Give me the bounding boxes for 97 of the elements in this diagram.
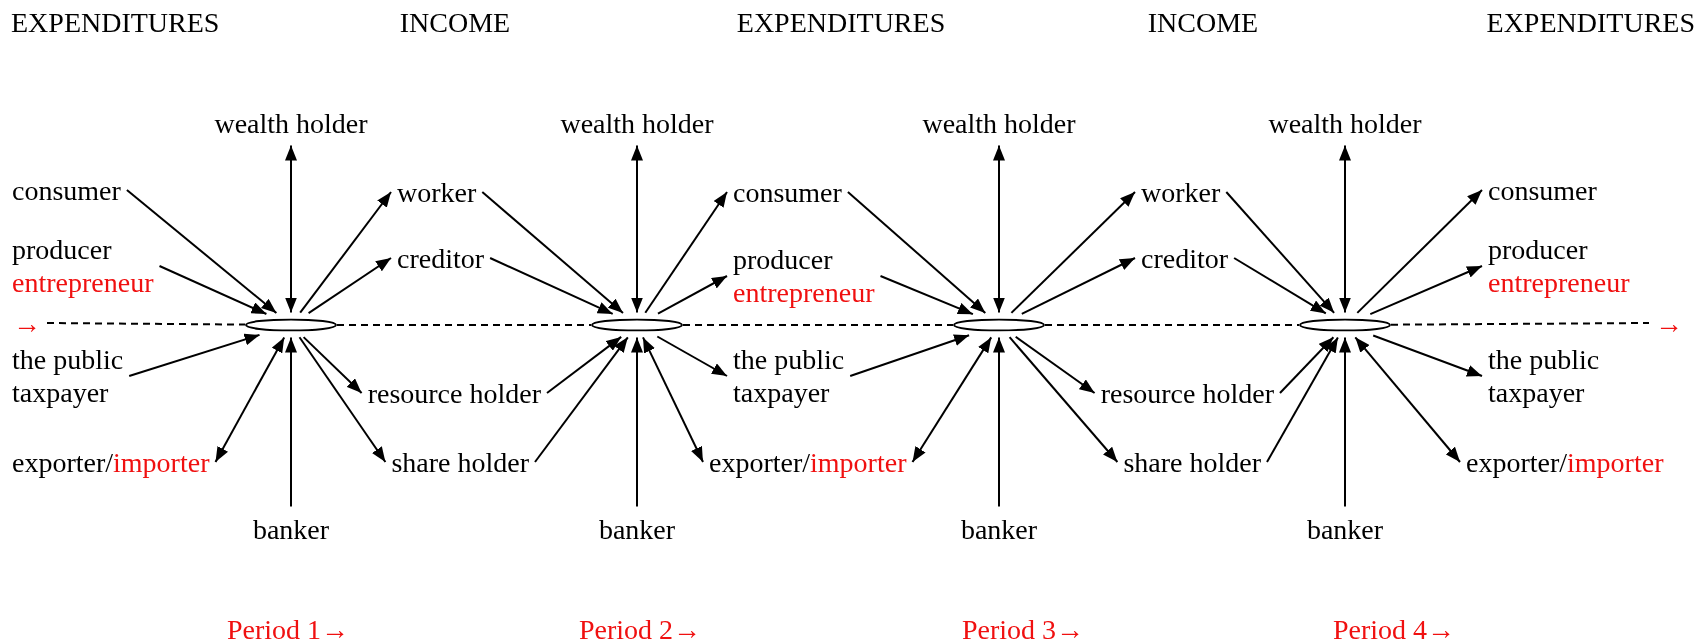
arrow — [158, 265, 268, 315]
arrow — [534, 336, 629, 463]
arrow — [846, 191, 987, 314]
arrow — [1339, 144, 1351, 314]
role-label: the public — [1488, 343, 1600, 376]
arrow — [307, 257, 392, 315]
role-label: banker — [1306, 512, 1384, 546]
role-label: consumer — [733, 175, 842, 209]
arrow — [631, 336, 643, 508]
role-label: worker — [397, 175, 477, 209]
period-label: Period 3→ — [961, 612, 1085, 642]
arrow — [125, 189, 278, 314]
arrow — [489, 257, 614, 315]
role-label: the public — [733, 343, 845, 376]
role-label: wealth holder — [922, 106, 1076, 140]
arrow — [1356, 189, 1483, 314]
role-label: exporter/ — [1466, 445, 1568, 479]
arrow — [849, 334, 971, 377]
hub-ellipse — [953, 318, 1045, 332]
direction-arrow: → — [1655, 306, 1683, 340]
arrow — [1233, 257, 1327, 315]
arrow — [1279, 336, 1335, 394]
column-heading: INCOME — [399, 5, 511, 39]
arrow — [1369, 265, 1483, 316]
arrow — [911, 336, 993, 463]
arrow — [1266, 336, 1339, 463]
arrow — [1339, 336, 1351, 508]
role-label: banker — [960, 512, 1038, 546]
role-label: importer — [113, 445, 210, 479]
role-label: producer — [1488, 233, 1589, 266]
dashed-timeline-line — [1390, 322, 1650, 326]
role-label: taxpayer — [12, 376, 110, 409]
role-label: wealth holder — [1268, 106, 1422, 140]
role-label: share holder — [1123, 445, 1261, 479]
period-label: Period 2→ — [578, 612, 702, 642]
role-label: share holder — [391, 445, 529, 479]
arrow — [644, 191, 728, 314]
column-heading: EXPENDITURES — [1486, 5, 1695, 39]
arrow — [656, 335, 728, 377]
role-label: taxpayer — [1488, 376, 1586, 409]
arrow — [128, 333, 261, 377]
role-label: consumer — [1488, 173, 1597, 207]
role-label: wealth holder — [214, 106, 368, 140]
column-heading: EXPENDITURES — [11, 5, 220, 39]
arrow — [214, 336, 286, 463]
role-label: taxpayer — [733, 376, 831, 409]
arrow — [631, 144, 643, 314]
role-label: worker — [1141, 175, 1221, 209]
arrow — [993, 144, 1005, 314]
role-label: the public — [12, 343, 124, 376]
arrow — [302, 336, 363, 394]
hub-ellipse — [245, 318, 337, 332]
role-label: entrepreneur — [1488, 266, 1630, 299]
dashed-timeline-line — [46, 322, 247, 326]
role-label: wealth holder — [560, 106, 714, 140]
arrow — [1225, 191, 1336, 314]
role-label: resource holder — [367, 376, 541, 410]
dashed-timeline-line — [1044, 324, 1300, 326]
direction-arrow: → — [13, 306, 41, 340]
arrow — [1008, 336, 1119, 463]
role-label: exporter/ — [709, 445, 811, 479]
role-label: exporter/ — [12, 445, 114, 479]
arrow — [657, 275, 728, 315]
column-heading: INCOME — [1147, 5, 1259, 39]
arrow — [1354, 336, 1461, 463]
arrow — [879, 275, 974, 316]
dashed-timeline-line — [336, 324, 592, 326]
role-label: creditor — [397, 241, 485, 275]
role-label: consumer — [12, 173, 121, 207]
hub-ellipse — [591, 318, 683, 332]
role-label: importer — [810, 445, 907, 479]
role-label: banker — [252, 512, 330, 546]
dashed-timeline-line — [682, 324, 954, 326]
arrow — [285, 336, 297, 508]
arrow — [1372, 334, 1483, 377]
arrow — [298, 336, 387, 463]
arrow — [993, 336, 1005, 508]
role-label: entrepreneur — [733, 276, 875, 309]
role-label: producer — [12, 233, 113, 266]
arrow — [1020, 257, 1136, 315]
arrow — [642, 336, 704, 463]
role-label: creditor — [1141, 241, 1229, 275]
role-label: resource holder — [1100, 376, 1274, 410]
arrow — [1014, 335, 1096, 394]
role-label: producer — [733, 243, 834, 276]
column-heading: EXPENDITURES — [736, 5, 946, 39]
role-label: entrepreneur — [12, 266, 154, 299]
role-label: banker — [598, 512, 676, 546]
arrow — [285, 144, 297, 314]
arrow — [481, 191, 624, 314]
role-label: importer — [1567, 445, 1664, 479]
arrow — [546, 335, 623, 394]
period-label: Period 4→ — [1332, 612, 1456, 642]
period-label: Period 1→ — [226, 612, 350, 642]
arrow — [1010, 191, 1136, 314]
hub-ellipse — [1299, 318, 1391, 332]
arrow — [299, 191, 392, 314]
